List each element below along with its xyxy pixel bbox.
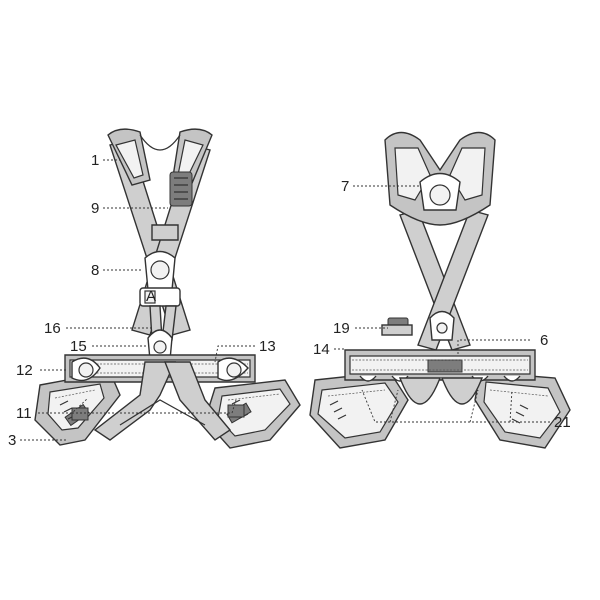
callout-15: 15: [70, 338, 87, 355]
callout-1: 1: [91, 152, 99, 169]
leader-lines: [20, 159, 550, 441]
callout-19: 19: [333, 320, 350, 337]
callout-21: 21: [554, 414, 571, 431]
callout-8: 8: [91, 262, 99, 279]
front-view-harness: A: [34, 128, 301, 449]
back-left-leg-loop: [309, 371, 409, 449]
callout-3: 3: [8, 432, 16, 449]
callout-13: 13: [259, 338, 276, 355]
back-view-harness: [309, 131, 571, 449]
buckle-letter: A: [146, 288, 156, 305]
callout-6: 6: [540, 332, 548, 349]
callout-16: 16: [44, 320, 61, 337]
back-right-leg-loop: [474, 371, 571, 449]
callout-11: 11: [16, 405, 32, 422]
callout-7: 7: [341, 178, 349, 195]
front-callouts: 1 9 8 16 15 13 12 11 3: [8, 152, 276, 449]
callout-12: 12: [16, 362, 33, 379]
callout-14: 14: [313, 341, 330, 358]
back-callouts: 7 19 6 14 21: [313, 178, 571, 431]
callout-9: 9: [91, 200, 99, 217]
